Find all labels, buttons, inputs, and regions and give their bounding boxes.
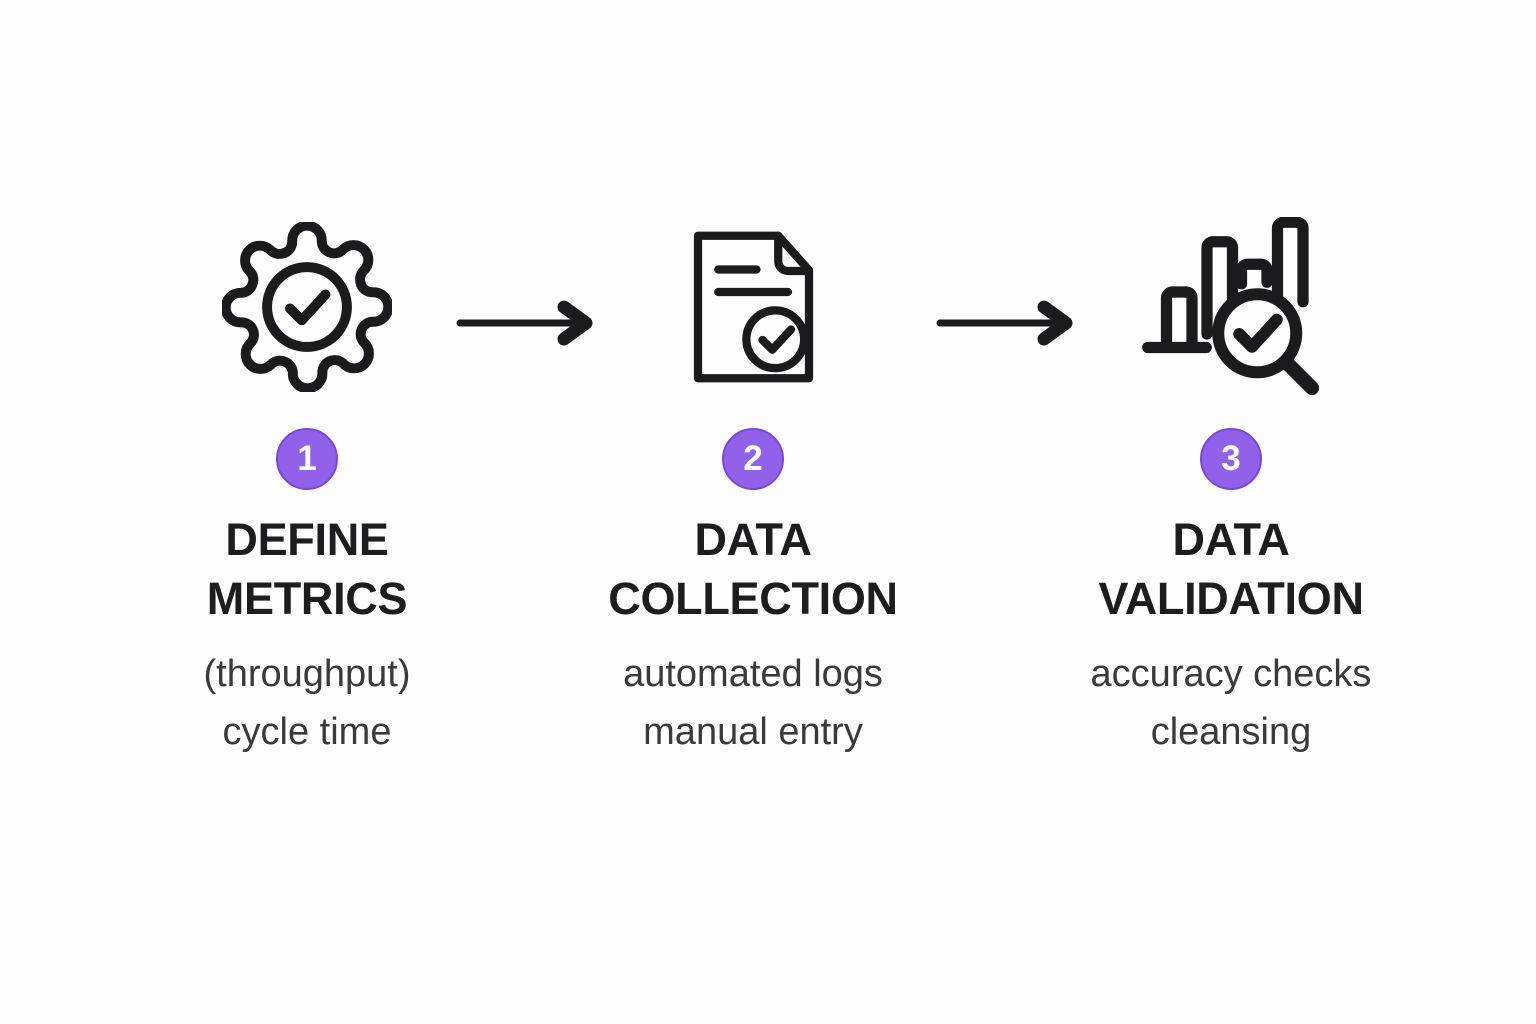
step-title-line2: COLLECTION (608, 573, 898, 624)
step-number-badge: 2 (722, 428, 784, 490)
step-subtitle: (throughput) cycle time (203, 645, 410, 761)
step-define-metrics: 1 DEFINE METRICS (throughput) cycle time (87, 212, 527, 761)
step-title-line1: DATA (1172, 514, 1290, 565)
step-subtitle-line1: automated logs (623, 653, 883, 695)
document-check-icon (693, 231, 813, 383)
step-subtitle-line2: cycle time (222, 711, 392, 753)
step-title-line2: VALIDATION (1098, 573, 1364, 624)
chart-magnifier-check-icon (1142, 217, 1320, 396)
step-subtitle-line2: cleansing (1150, 711, 1312, 753)
step-title: DEFINE METRICS (206, 510, 408, 628)
step-subtitle: accuracy checks cleansing (1091, 645, 1372, 761)
step-subtitle-line2: manual entry (643, 711, 863, 753)
step-title-line1: DEFINE (225, 514, 389, 565)
step-number: 1 (297, 439, 317, 478)
step-title-line1: DATA (694, 514, 812, 565)
step-number: 2 (743, 439, 763, 478)
step-2-icon-wrap (671, 212, 836, 402)
step-number: 3 (1221, 439, 1241, 478)
step-title: DATA COLLECTION (608, 510, 898, 628)
step-data-validation: 3 DATA VALIDATION accuracy checks cleans… (1011, 212, 1451, 761)
arrow-right-icon (456, 300, 593, 346)
step-subtitle: automated logs manual entry (623, 645, 883, 761)
gear-check-icon (222, 222, 392, 392)
step-1-icon-wrap (222, 212, 392, 402)
step-subtitle-line1: (throughput) (203, 653, 411, 695)
step-number-badge: 1 (276, 428, 338, 490)
step-3-icon-wrap (1141, 212, 1321, 402)
step-title-line2: METRICS (206, 573, 408, 624)
step-number-badge: 3 (1200, 428, 1262, 490)
step-data-collection: 2 DATA COLLECTION automated logs manual … (533, 212, 973, 761)
step-title: DATA VALIDATION (1098, 510, 1364, 628)
step-subtitle-line1: accuracy checks (1090, 653, 1372, 695)
arrow-right-icon (936, 300, 1073, 346)
